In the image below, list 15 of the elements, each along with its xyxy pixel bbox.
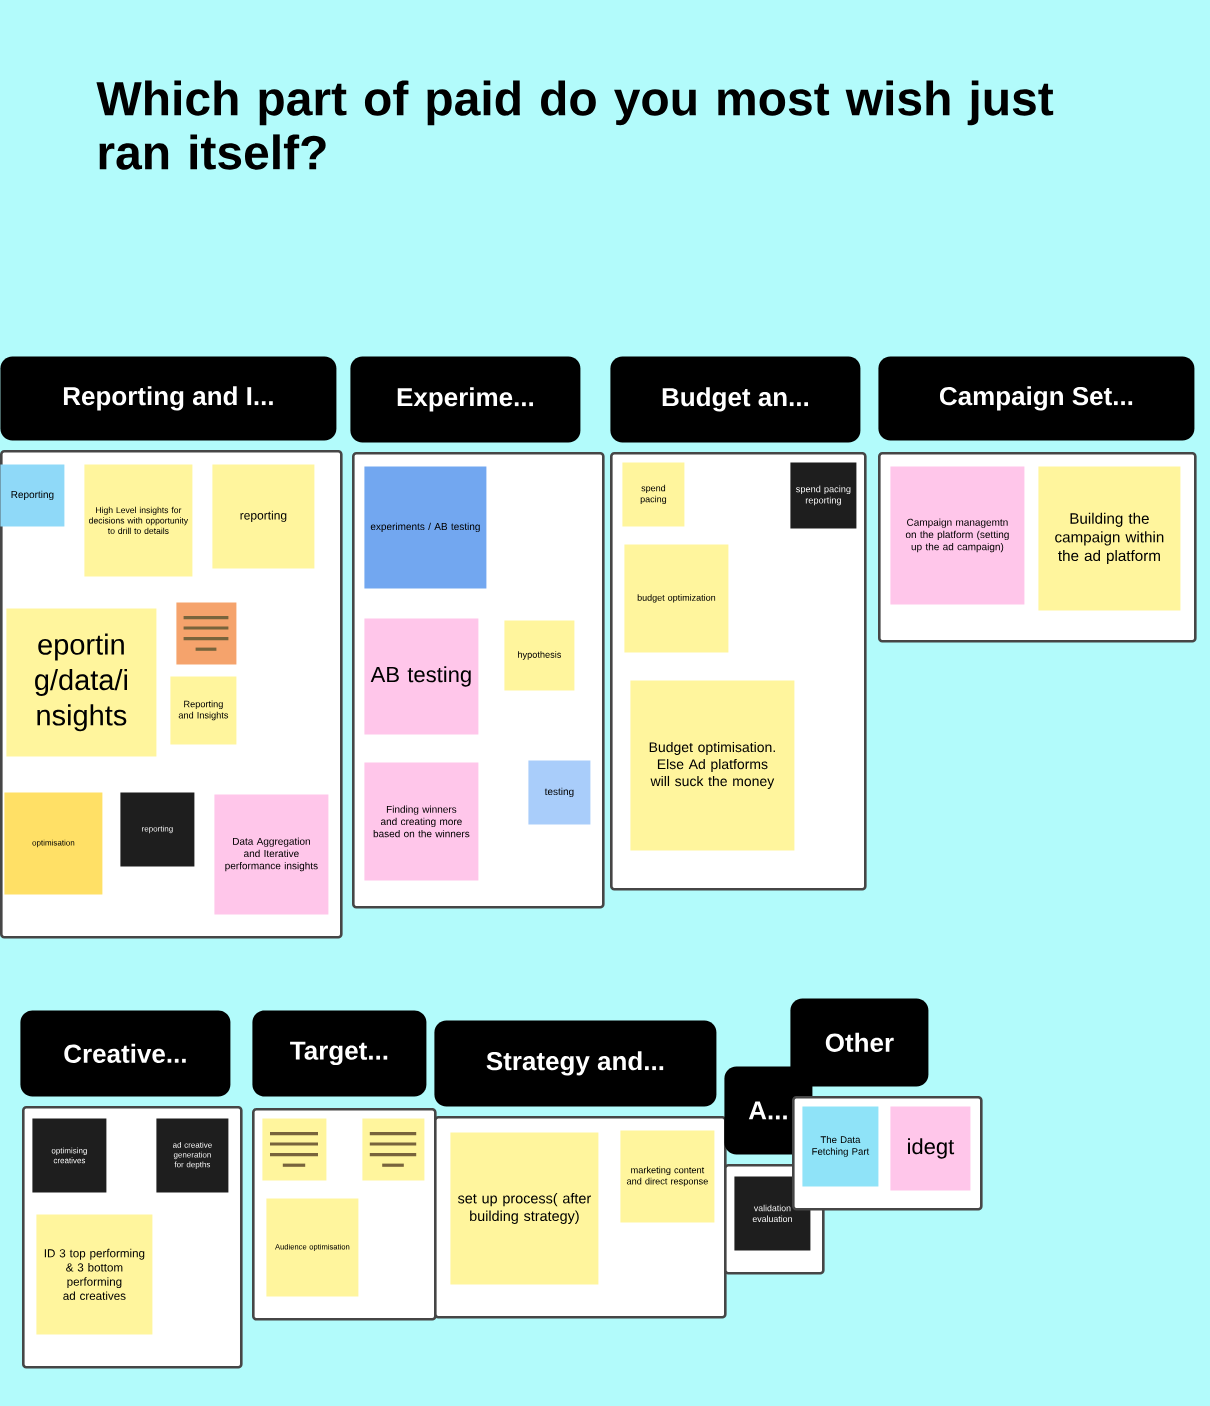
- sticky-note: [176, 602, 237, 665]
- frame-title: Reporting and I...: [0, 356, 337, 441]
- frame-title: Target...: [252, 1010, 427, 1097]
- sticky-note: eportin g/data/i nsights: [6, 608, 157, 757]
- frame-title: Strategy and...: [434, 1020, 717, 1107]
- sticky-note: [262, 1118, 327, 1181]
- frame-title: Budget an...: [610, 356, 861, 443]
- sticky-note: AB testing: [364, 618, 479, 735]
- sticky-note: [362, 1118, 425, 1181]
- frame-title: Experime...: [350, 356, 581, 443]
- sticky-note: idegt: [890, 1106, 971, 1191]
- title: Which part of paid do you most wish just ran itself?: [96, 80, 1054, 170]
- frame-title: Other: [790, 998, 929, 1087]
- frame-title: Campaign Set...: [878, 356, 1195, 441]
- frame-title: Creative...: [20, 1010, 231, 1097]
